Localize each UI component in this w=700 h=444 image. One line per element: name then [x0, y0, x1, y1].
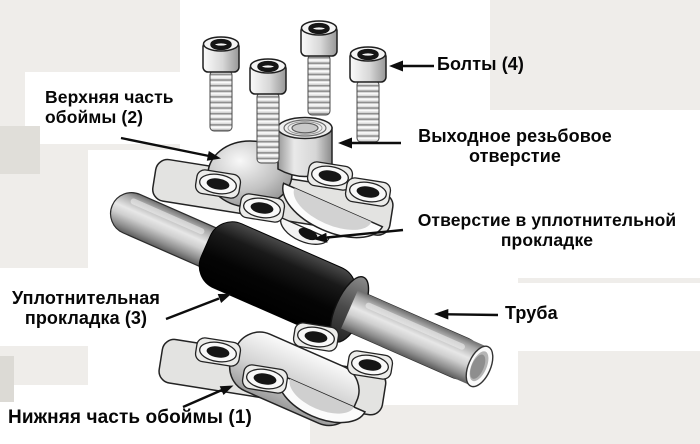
pipe-and-gasket: [109, 192, 494, 388]
label-upper-clamp-line2: обоймы (2): [45, 106, 144, 127]
bolt-3: [300, 20, 338, 116]
bolts: [202, 20, 387, 164]
label-outlet-line1: Выходное резьбовое: [418, 126, 612, 146]
bolt-2: [249, 58, 287, 164]
callout-arrows: [120, 60, 499, 409]
bolt-1: [202, 36, 240, 132]
arrow-outlet: [338, 137, 401, 149]
label-lower-clamp-text: Нижняя часть обоймы (1): [8, 407, 252, 428]
pipe-body-right: [341, 290, 488, 386]
label-upper-clamp-line1: Верхняя часть: [45, 87, 174, 107]
label-bolts-text: Болты (4): [437, 54, 525, 74]
label-gasket-hole-line1: Отверстие в уплотнительной: [417, 210, 677, 230]
lower-clamp-half: [158, 322, 394, 427]
label-upper-clamp: Верхняя часть обоймы (2): [45, 87, 174, 128]
label-gasket-line1: Уплотнительная: [12, 288, 160, 308]
arrow-pipe: [434, 309, 499, 320]
arrow-gasket: [165, 293, 232, 321]
label-gasket-hole-line2: прокладке: [500, 229, 594, 250]
label-outlet: Выходное резьбовое отверстие: [398, 126, 632, 167]
label-outlet-line2: отверстие: [469, 146, 561, 167]
arrow-upper-clamp: [120, 136, 221, 161]
upper-clamp-lugs: [194, 161, 392, 223]
label-lower-clamp: Нижняя часть обоймы (1): [8, 407, 252, 428]
gasket-hole: [298, 227, 318, 241]
label-pipe-text: Труба: [505, 303, 558, 323]
arrow-lower-clamp: [182, 385, 234, 409]
upper-clamp-half: [151, 116, 394, 245]
lower-clamp-lugs: [194, 322, 394, 394]
label-pipe: Труба: [505, 303, 558, 323]
arrow-bolts: [389, 60, 434, 72]
arrow-gasket-hole: [313, 228, 404, 243]
label-bolts: Болты (4): [437, 54, 524, 74]
bolt-4: [349, 46, 387, 143]
label-gasket-hole: Отверстие в уплотнительной прокладке: [402, 210, 692, 251]
label-gasket-line2: прокладка (3): [24, 308, 148, 329]
label-gasket: Уплотнительная прокладка (3): [2, 288, 170, 329]
